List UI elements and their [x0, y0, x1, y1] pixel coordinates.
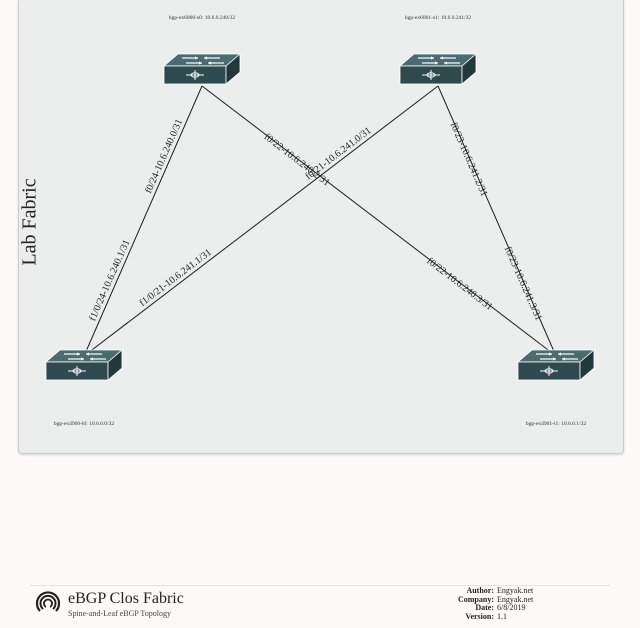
link-label: f0/22-10.6.240.3/31	[424, 256, 494, 313]
link-line-s1-l0	[83, 85, 439, 357]
meta-value: 1.1	[497, 612, 507, 622]
switch-icon	[162, 53, 242, 85]
node-label-l1: bgp-ex4901-l1: 10.6.0.1/32	[525, 421, 587, 427]
diagram-title: eBGP Clos Fabric	[68, 590, 184, 607]
meta-value: Engyak.net	[497, 594, 534, 604]
meta-key: Company:	[457, 594, 494, 604]
link-label: f0/21-10.6.241.0/31	[303, 125, 373, 182]
link-line-s0-l0	[83, 85, 203, 357]
meta-value: Engyak.net	[497, 586, 534, 595]
meta-value: 6/8/2019	[497, 603, 526, 613]
link-label: f0/23-10.6.241.2/31	[447, 121, 489, 198]
title-block: Author: Engyak.net Company: Engyak.net D…	[400, 586, 600, 622]
switch-icon	[516, 349, 596, 381]
meta-key: Version:	[465, 612, 494, 622]
link-label: f1/0/21-10.6.241.1/31	[138, 247, 214, 309]
switch-icon	[44, 349, 124, 381]
meta-row-company: Company: Engyak.net	[400, 594, 600, 605]
meta-row-author: Author: Engyak.net	[400, 586, 600, 596]
swirl-logo-icon	[35, 591, 61, 612]
link-label: f0/23-10.6.241.3/31	[502, 245, 544, 322]
footer-divider	[30, 585, 610, 586]
node-label-s1: bgp-ex6001-s1: 10.6.0.241/32	[404, 15, 472, 21]
meta-row-version: Version: 1.1	[400, 612, 600, 622]
node-label-l0: bgp-ex4900-l0: 10.6.0.0/32	[53, 421, 115, 427]
meta-key: Author:	[466, 586, 494, 595]
link-line-s0-l1	[201, 85, 557, 357]
meta-row-date: Date: 6/8/2019	[400, 604, 600, 613]
link-label: f1/0/24-10.6.240.1/31	[87, 238, 132, 323]
node-label-s0: bgp-ex6000-s0: 10.6.0.240/32	[168, 15, 236, 21]
link-label: f0/24-10.6.240.0/31	[143, 118, 185, 195]
switch-icon	[398, 53, 478, 85]
diagram-subtitle: Spine-and-Leaf eBGP Topology	[68, 609, 171, 618]
link-line-s1-l1	[437, 85, 557, 357]
meta-key: Date:	[475, 603, 494, 613]
